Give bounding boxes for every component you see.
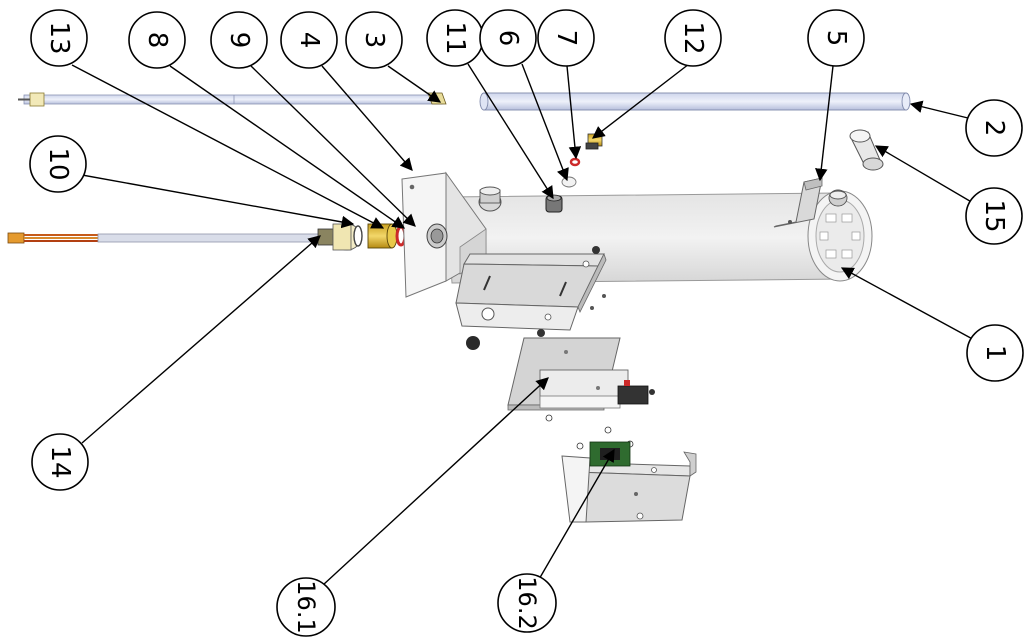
leader-14: [81, 235, 321, 444]
callout-1: 1: [966, 324, 1024, 382]
plate-assembly: [507, 337, 649, 411]
callout-8: 8: [128, 11, 186, 69]
callout-16-2: 16.2: [497, 573, 557, 633]
callout-16-1: 16.1: [276, 577, 336, 637]
sensor-cable: [7, 228, 335, 246]
leader-9: [250, 65, 416, 227]
leader-16-2: [537, 448, 615, 582]
electronics-box: [561, 441, 697, 523]
callout-label-16-2: 16.2: [513, 576, 541, 629]
callout-label-10: 10: [43, 147, 73, 180]
callout-label-11: 11: [440, 21, 470, 54]
callout-label-8: 8: [142, 32, 172, 49]
callout-6: 6: [479, 9, 537, 67]
callout-label-15: 15: [979, 199, 1009, 232]
leader-1: [840, 267, 979, 343]
leader-8: [169, 65, 406, 229]
leader-16-1: [322, 377, 549, 586]
leader-3: [387, 65, 442, 103]
callout-14: 14: [31, 433, 89, 491]
leader-5: [815, 65, 834, 182]
callout-label-9: 9: [224, 32, 254, 49]
callout-11: 11: [426, 9, 484, 67]
leader-6: [521, 63, 569, 182]
callout-15: 15: [965, 187, 1023, 245]
parts-drawing: [7, 92, 911, 523]
callout-label-6: 6: [493, 30, 523, 47]
callout-2: 2: [965, 99, 1023, 157]
callout-label-1: 1: [980, 345, 1010, 362]
mounting-frame: [455, 246, 607, 331]
leader-lines: [70, 63, 981, 586]
callout-label-16-1: 16.1: [292, 580, 320, 633]
callout-label-5: 5: [821, 30, 851, 47]
callout-9: 9: [210, 11, 268, 69]
leader-2: [909, 100, 977, 121]
leader-10: [70, 172, 355, 229]
callout-label-4: 4: [294, 32, 324, 49]
leader-15: [874, 145, 981, 208]
leader-4: [321, 65, 413, 171]
callout-5: 5: [807, 9, 865, 67]
callout-10: 10: [29, 135, 87, 193]
long-tube: [479, 92, 911, 111]
callout-4: 4: [280, 11, 338, 69]
callout-3: 3: [345, 11, 403, 69]
leader-7: [566, 65, 582, 160]
leader-11: [467, 63, 554, 200]
callout-label-13: 13: [44, 21, 74, 54]
callout-12: 12: [664, 9, 722, 67]
callout-label-14: 14: [45, 445, 75, 478]
leader-12: [592, 63, 690, 139]
small-fittings: [561, 129, 884, 188]
thin-rod: [18, 92, 447, 107]
leader-13: [71, 64, 385, 229]
callout-label-12: 12: [678, 21, 708, 54]
callout-7: 7: [537, 9, 595, 67]
callout-balloons: 13 8 9 4 3 11 6 7: [29, 9, 1024, 637]
loose-hardware: [466, 294, 655, 450]
callout-label-3: 3: [359, 32, 389, 49]
callout-label-7: 7: [551, 30, 581, 47]
callout-13: 13: [30, 9, 88, 67]
callout-label-2: 2: [979, 120, 1009, 137]
